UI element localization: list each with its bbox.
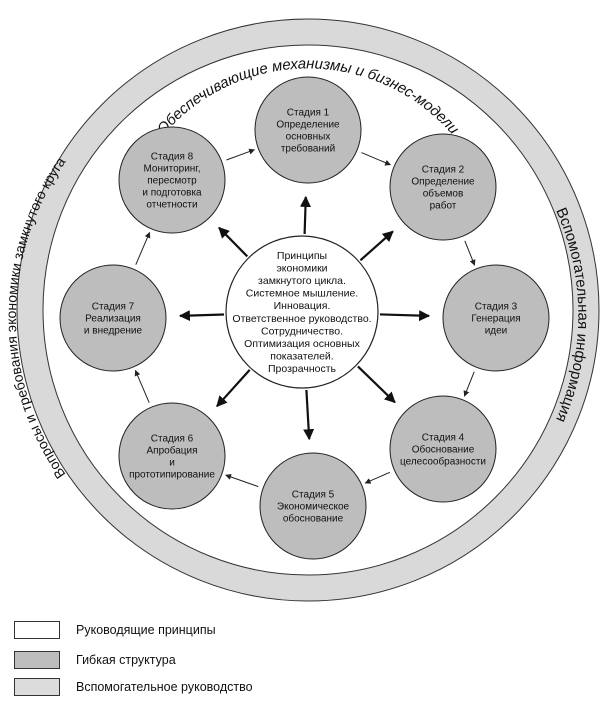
- stage-7-line: Стадия 7: [92, 302, 135, 313]
- spoke-arrow-5: [303, 389, 315, 441]
- stage-6-line: и: [169, 458, 175, 469]
- stage-8-line: Стадия 8: [151, 152, 194, 163]
- center-spokes: [178, 195, 431, 441]
- stage-8-line: Мониторинг,: [143, 164, 200, 175]
- stage-5-line: Экономическое: [277, 502, 350, 513]
- stage-2-line: Стадия 2: [422, 165, 465, 176]
- principles-line: замкнутого цикла.: [258, 275, 346, 287]
- stage-3-line: Стадия 3: [475, 302, 518, 313]
- stage-8-circle: [118, 126, 226, 234]
- legend-label-supporting: Вспомогательное руководство: [76, 680, 253, 694]
- spoke-arrow-6: [216, 369, 251, 408]
- stage-1-line: основных: [286, 132, 331, 143]
- principles-line: Инновация.: [274, 300, 331, 312]
- connector-arrow-4: [364, 471, 391, 484]
- stage-4-line: Стадия 4: [422, 433, 465, 444]
- stage-4-line: целесообразности: [400, 456, 486, 468]
- principles-line: Системное мышление.: [246, 288, 358, 300]
- connector-arrow-1: [361, 152, 392, 166]
- spoke-arrow-8: [218, 226, 249, 258]
- stage-5-circle: [259, 452, 367, 560]
- stage-3-line: идеи: [485, 326, 508, 337]
- legend-label-guiding: Руководящие принципы: [76, 623, 216, 637]
- stage-6-line: Апробация: [147, 445, 198, 457]
- principles-line: Сотрудничество.: [261, 325, 343, 337]
- principles-line: экономики: [276, 262, 327, 274]
- stage-6-circle: [118, 402, 226, 510]
- legend-swatch-guiding: [14, 621, 60, 639]
- stage-5-line: обоснование: [283, 513, 344, 525]
- stage-2-circle: [389, 133, 497, 241]
- connector-arrow-5: [225, 474, 259, 488]
- spoke-arrow-7: [178, 310, 225, 322]
- stage-4-line: Обоснование: [412, 444, 475, 456]
- legend-item-flexible: Гибкая структура: [14, 650, 176, 670]
- legend-item-supporting: Вспомогательное руководство: [14, 677, 253, 697]
- principles-line: Принципы: [277, 250, 327, 262]
- legend-swatch-flexible: [14, 651, 60, 669]
- stage-6-line: прототипирование: [129, 470, 215, 481]
- stage-5-line: Стадия 5: [292, 490, 335, 501]
- stage-3-circle: [442, 264, 550, 372]
- stage-3-line: Генерация: [471, 314, 520, 325]
- spoke-arrow-4: [357, 365, 396, 404]
- stage-4-circle: [389, 395, 497, 503]
- stage-2-line: работ: [430, 200, 457, 212]
- connector-arrow-3: [463, 371, 475, 397]
- stage-connectors: [134, 148, 476, 488]
- legend-item-guiding: Руководящие принципы: [14, 620, 216, 640]
- stage-1-line: Определение: [276, 120, 340, 131]
- principles-circle: [225, 235, 379, 389]
- stage-7-circle: [59, 264, 167, 372]
- spoke-arrow-3: [379, 310, 431, 322]
- legend-label-flexible: Гибкая структура: [76, 653, 176, 667]
- stage-8-line: пересмотр: [147, 176, 197, 187]
- legend-swatch-supporting: [14, 678, 60, 696]
- stage-6-line: Стадия 6: [151, 434, 194, 445]
- connector-arrow-7: [135, 231, 151, 265]
- principles-line: показателей.: [270, 351, 333, 363]
- stage-7-line: и внедрение: [84, 326, 143, 337]
- stage-7-line: Реализация: [85, 314, 141, 325]
- stage-1-line: требований: [281, 143, 335, 155]
- stage-1-circle: [254, 76, 362, 184]
- principles-line: Ответственное руководство.: [232, 313, 371, 325]
- stage-8-line: отчетности: [146, 200, 197, 211]
- connector-arrow-8: [226, 148, 256, 161]
- stage-8-line: и подготовка: [142, 188, 202, 199]
- stage-2-line: Определение: [411, 177, 475, 188]
- spoke-arrow-1: [299, 195, 311, 235]
- stage-1-line: Стадия 1: [287, 108, 330, 119]
- principles-line: Прозрачность: [268, 363, 337, 375]
- principles-line: Оптимизация основных: [244, 338, 360, 350]
- stage-2-line: объемов: [423, 188, 464, 200]
- spoke-arrow-2: [359, 230, 394, 262]
- connector-arrow-6: [134, 369, 150, 403]
- connector-arrow-2: [464, 240, 476, 266]
